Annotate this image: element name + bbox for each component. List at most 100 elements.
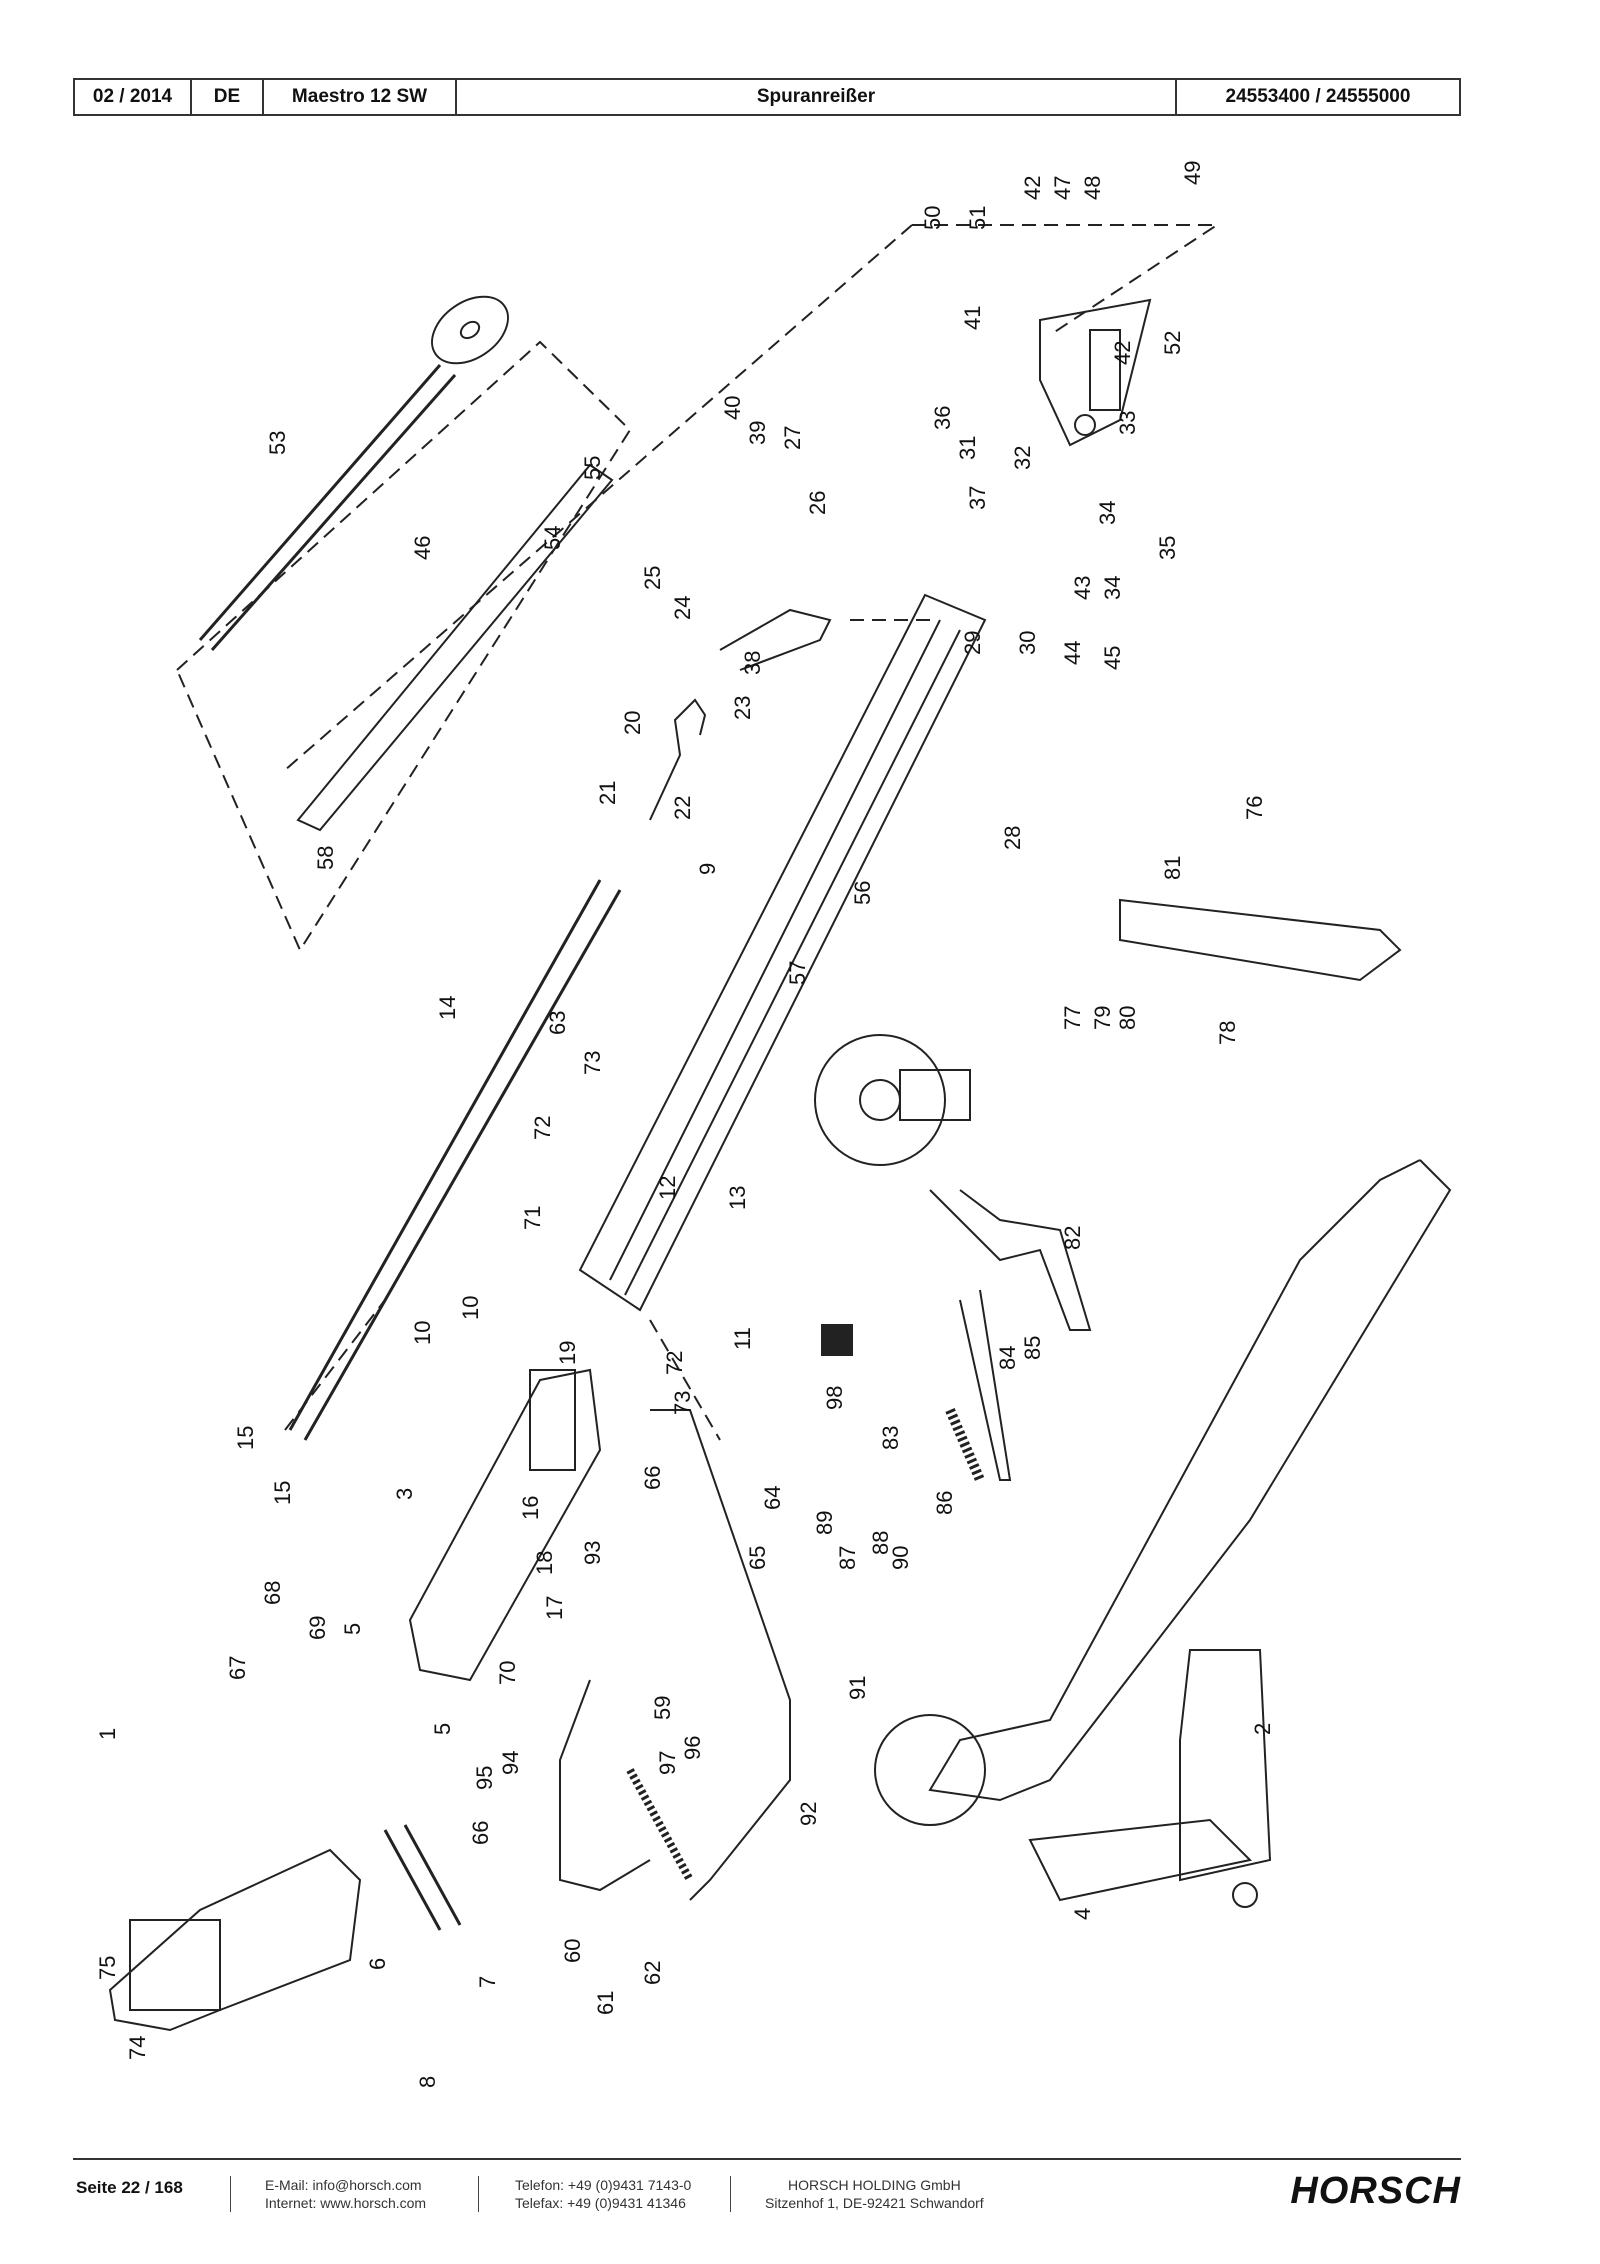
marker-disc-assembly	[814, 1034, 971, 1166]
part-callout-46: 46	[410, 536, 435, 560]
part-callout-39: 39	[745, 421, 770, 445]
footer-fax: Telefax: +49 (0)9431 41346	[515, 2195, 686, 2211]
part-callout-57: 57	[785, 961, 810, 985]
part-callout-73: 73	[670, 1391, 695, 1415]
part-callout-20: 20	[620, 711, 645, 735]
part-callout-5: 5	[430, 1723, 455, 1735]
part-callout-75: 75	[95, 1956, 120, 1980]
part-callout-10: 10	[458, 1296, 483, 1320]
dashed-outline-marker-rod	[176, 340, 632, 953]
assembled-arm-view	[928, 1159, 1452, 1802]
part-callout-33: 33	[1115, 411, 1140, 435]
part-callout-94: 94	[498, 1751, 523, 1775]
footer-address-block: HORSCH HOLDING GmbH Sitzenhof 1, DE-9242…	[765, 2176, 984, 2212]
part-callout-38: 38	[740, 651, 765, 675]
part-callout-15: 15	[233, 1426, 258, 1450]
part-callout-36: 36	[930, 406, 955, 430]
part-callout-66: 66	[640, 1466, 665, 1490]
part-callout-89: 89	[812, 1511, 837, 1535]
page-number: Seite 22 / 168	[76, 2178, 183, 2197]
part-callout-31: 31	[955, 436, 980, 460]
part-callout-45: 45	[1100, 646, 1125, 670]
part-callout-22: 22	[670, 796, 695, 820]
footer-separator	[478, 2176, 479, 2212]
header-date: 02 / 2014	[75, 80, 192, 114]
part-callout-63: 63	[545, 1011, 570, 1035]
part-callout-55: 55	[580, 456, 605, 480]
bracket-26	[719, 608, 832, 671]
part-callout-53: 53	[265, 431, 290, 455]
part-callout-43: 43	[1070, 576, 1095, 600]
hose-92	[650, 1409, 791, 1901]
part-callout-13: 13	[725, 1186, 750, 1210]
part-callout-3: 3	[392, 1488, 417, 1500]
pin-20	[649, 698, 707, 821]
part-callout-97: 97	[655, 1751, 680, 1775]
part-callout-25: 25	[640, 566, 665, 590]
part-callout-4: 4	[1070, 1908, 1095, 1920]
part-callout-54: 54	[540, 526, 565, 550]
part-callout-49: 49	[1180, 161, 1205, 185]
part-callout-59: 59	[650, 1696, 675, 1720]
part-callout-27: 27	[780, 426, 805, 450]
part-callout-93: 93	[580, 1541, 605, 1565]
part-callout-23: 23	[730, 696, 755, 720]
part-callout-91: 91	[845, 1676, 870, 1700]
part-callout-74: 74	[125, 2036, 150, 2060]
frame-2	[1179, 1649, 1272, 1882]
footer-address: Sitzenhof 1, DE-92421 Schwandorf	[765, 2195, 984, 2211]
part-callout-34: 34	[1100, 576, 1125, 600]
part-callout-42: 42	[1020, 176, 1045, 200]
part-callout-44: 44	[1060, 641, 1085, 665]
part-callout-29: 29	[960, 631, 985, 655]
part-callout-15: 15	[270, 1481, 295, 1505]
part-callout-2: 2	[1250, 1723, 1275, 1735]
part-callout-51: 51	[965, 206, 990, 230]
footer-company: HORSCH HOLDING GmbH	[788, 2177, 961, 2193]
part-callout-24: 24	[670, 596, 695, 620]
part-callout-58: 58	[313, 846, 338, 870]
part-callout-60: 60	[560, 1939, 585, 1963]
part-callout-32: 32	[1010, 446, 1035, 470]
part-callout-21: 21	[595, 781, 620, 805]
footer-contact-web: E-Mail: info@horsch.com Internet: www.ho…	[265, 2176, 426, 2212]
main-arm-9	[578, 593, 987, 1312]
label-98	[821, 1324, 853, 1356]
rod-53	[198, 364, 442, 641]
footer-internet: Internet: www.horsch.com	[265, 2195, 427, 2211]
footer-contact-phone: Telefon: +49 (0)9431 7143-0 Telefax: +49…	[515, 2176, 691, 2212]
part-callout-82: 82	[1060, 1226, 1085, 1250]
part-callout-69: 69	[305, 1616, 330, 1640]
part-callout-72: 72	[662, 1351, 687, 1375]
arm-82	[929, 1189, 1092, 1331]
part-callout-7: 7	[475, 1976, 500, 1988]
part-callout-73: 73	[580, 1051, 605, 1075]
part-callout-67: 67	[225, 1656, 250, 1680]
part-callout-52: 52	[1160, 331, 1185, 355]
part-callout-81: 81	[1160, 856, 1185, 880]
footer-separator	[730, 2176, 731, 2212]
header-model: Maestro 12 SW	[264, 80, 457, 114]
part-callout-5: 5	[340, 1623, 365, 1635]
part-callout-65: 65	[745, 1546, 770, 1570]
hinge-bracket-top	[1039, 298, 1152, 447]
part-callout-19: 19	[555, 1341, 580, 1365]
part-callout-12: 12	[655, 1176, 680, 1200]
part-callout-9: 9	[695, 863, 720, 875]
part-callout-42: 42	[1110, 341, 1135, 365]
part-callout-30: 30	[1015, 631, 1040, 655]
part-callout-16: 16	[518, 1496, 543, 1520]
part-callout-40: 40	[720, 396, 745, 420]
part-callout-28: 28	[1000, 826, 1025, 850]
part-callout-88: 88	[868, 1531, 893, 1555]
part-callout-66: 66	[468, 1821, 493, 1845]
part-callout-90: 90	[888, 1546, 913, 1570]
part-callout-35: 35	[1155, 536, 1180, 560]
part-callout-77: 77	[1060, 1006, 1085, 1030]
footer-separator	[230, 2176, 231, 2212]
part-callout-78: 78	[1215, 1021, 1240, 1045]
bracket-3	[408, 1368, 602, 1682]
part-callout-96: 96	[680, 1736, 705, 1760]
part-callout-86: 86	[932, 1491, 957, 1515]
part-callout-84: 84	[995, 1346, 1020, 1370]
